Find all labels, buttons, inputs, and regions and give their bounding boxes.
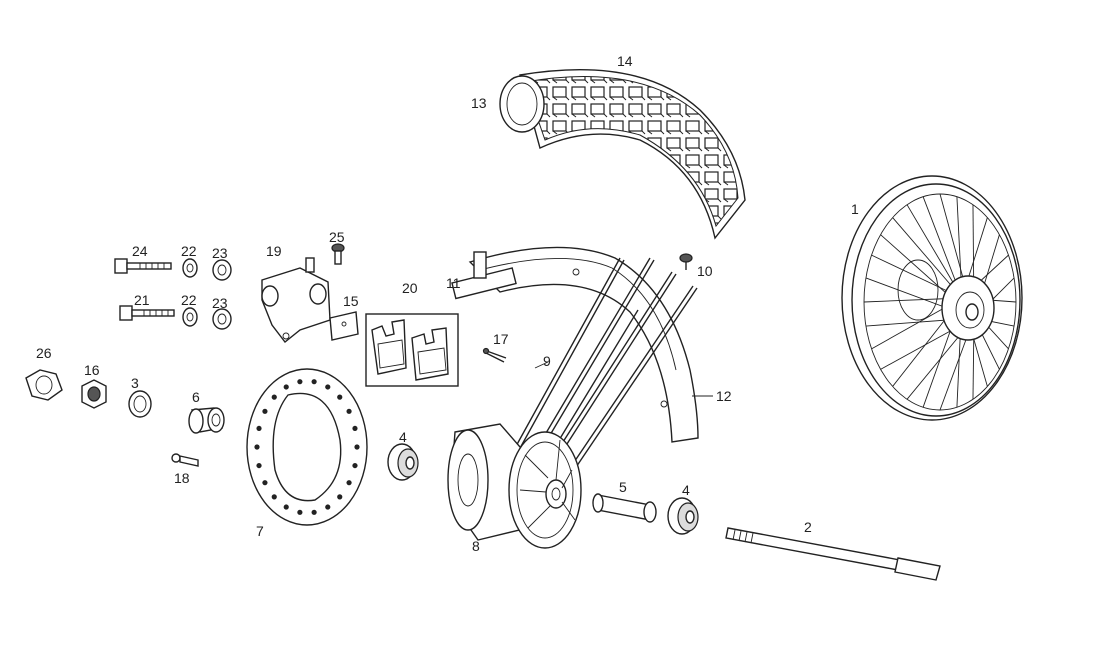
part-label-20: 20 xyxy=(402,280,418,296)
part-label-2: 2 xyxy=(804,519,812,535)
shim-15-drawing xyxy=(329,311,359,341)
disc-hole xyxy=(337,494,343,500)
part-label-22a: 22 xyxy=(181,243,197,259)
part-label-22b: 22 xyxy=(181,292,197,308)
leader-lines xyxy=(534,361,713,397)
part-label-5: 5 xyxy=(619,479,627,495)
part-label-25: 25 xyxy=(329,229,345,245)
hub-drawing xyxy=(447,423,582,549)
part-label-8: 8 xyxy=(472,538,480,554)
part-label-14: 14 xyxy=(617,53,633,69)
disc-hole xyxy=(352,462,358,469)
part-label-7: 7 xyxy=(256,523,264,539)
disc-hole xyxy=(271,494,277,500)
part-label-4b: 4 xyxy=(682,482,690,498)
part-label-15: 15 xyxy=(343,293,359,309)
part-label-3: 3 xyxy=(131,375,139,391)
nut-23a-drawing xyxy=(212,259,232,281)
nut-23b-drawing xyxy=(212,308,232,330)
disc-hole xyxy=(325,504,331,510)
disc-hole xyxy=(346,480,352,486)
part-label-6: 6 xyxy=(192,389,200,405)
part-label-13: 13 xyxy=(471,95,487,111)
disc-hole xyxy=(283,384,289,390)
tire-drawing xyxy=(499,68,746,240)
bolt-21-drawing xyxy=(119,305,175,321)
brake-disc-drawing xyxy=(246,368,368,526)
part-label-18: 18 xyxy=(174,470,190,486)
bolt-18-drawing xyxy=(171,453,199,467)
disc-hole xyxy=(337,394,343,400)
nut-16-drawing xyxy=(81,379,107,409)
part-label-4a: 4 xyxy=(399,429,407,445)
disc-hole xyxy=(297,379,303,385)
bearing-4a-drawing xyxy=(387,443,419,481)
disc-hole xyxy=(271,394,277,400)
disc-hole xyxy=(354,444,360,450)
part-label-12: 12 xyxy=(716,388,732,404)
part-label-23b: 23 xyxy=(212,295,228,311)
seal-3-drawing xyxy=(128,390,152,418)
spacer-6-drawing xyxy=(188,407,225,434)
disc-hole xyxy=(256,425,262,432)
bolt-24-drawing xyxy=(114,258,172,274)
spokes-drawing xyxy=(514,257,698,489)
bearing-4b-drawing xyxy=(667,497,699,535)
brake-pads-drawing xyxy=(365,313,459,387)
washer-22a-drawing xyxy=(182,258,198,278)
part-label-23a: 23 xyxy=(212,245,228,261)
disc-hole xyxy=(325,384,331,390)
part-label-1: 1 xyxy=(851,201,859,217)
screw-10-drawing xyxy=(679,253,693,270)
disc-hole xyxy=(352,425,358,432)
part-label-21: 21 xyxy=(134,292,150,308)
part-label-17: 17 xyxy=(493,331,509,347)
bleed-screw-drawing xyxy=(331,243,345,265)
part-label-11: 11 xyxy=(446,275,461,291)
washer-22b-drawing xyxy=(182,307,198,327)
complete-wheel-drawing xyxy=(841,175,1023,421)
mudguard-drawing xyxy=(451,246,699,443)
disc-hole xyxy=(297,509,303,515)
disc-hole xyxy=(256,462,262,469)
disc-hole xyxy=(346,408,352,414)
part-label-16: 16 xyxy=(84,362,100,378)
spacer-5-drawing xyxy=(592,493,657,523)
disc-hole xyxy=(262,480,268,486)
disc-hole xyxy=(311,379,317,385)
part-label-9: 9 xyxy=(543,353,551,369)
clip-17-drawing xyxy=(482,347,507,363)
disc-hole xyxy=(283,504,289,510)
caliper-drawing xyxy=(261,257,331,343)
disc-hole xyxy=(311,509,317,515)
part-label-26: 26 xyxy=(36,345,52,361)
nut-26-drawing xyxy=(25,369,63,401)
disc-hole xyxy=(254,444,260,450)
part-label-10: 10 xyxy=(697,263,713,279)
axle-drawing xyxy=(725,527,941,581)
part-number-labels: 1 2 3 4 4 5 6 7 8 9 10 11 12 13 14 15 16… xyxy=(36,53,859,554)
disc-hole xyxy=(262,408,268,414)
part-label-19: 19 xyxy=(266,243,282,259)
part-label-24: 24 xyxy=(132,243,148,259)
